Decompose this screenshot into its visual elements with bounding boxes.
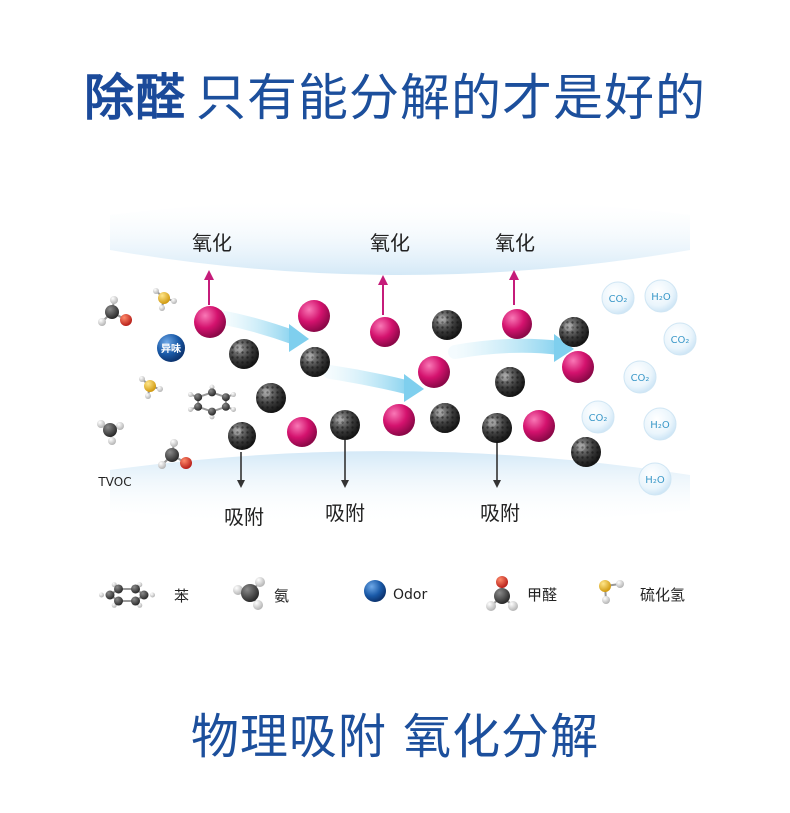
product-label: H₂O: [651, 292, 671, 303]
flow-arrow-head: [554, 334, 574, 362]
product-bubble: CO₂: [601, 281, 635, 315]
hydrogen-sulfide-molecule: [153, 288, 177, 311]
oxidation-label: 氧化: [370, 231, 410, 255]
product-bubble: CO₂: [581, 400, 615, 434]
formaldehyde-molecule: [158, 439, 192, 469]
oxidation-label: 氧化: [192, 231, 232, 255]
headline: 除醛只有能分解的才是好的: [0, 68, 790, 128]
activated-carbon-particle: [432, 310, 462, 340]
flow-arrows: [218, 311, 574, 402]
legend-label-odor: Odor: [393, 587, 427, 603]
oxidation-particle: [502, 309, 532, 339]
hydrogen-sulfide-icon: [599, 580, 624, 604]
oxidation-arrows: [204, 270, 519, 315]
top-band: [110, 197, 690, 275]
formaldehyde-icon: [486, 576, 518, 611]
product-bubble: H₂O: [644, 279, 678, 313]
product-label: CO₂: [631, 373, 650, 384]
headline-rest: 只有能分解的才是好的: [196, 69, 706, 127]
adsorption-label: 吸附: [325, 501, 365, 525]
legend: 苯 氨 Odor 甲醛 硫化氢: [99, 576, 685, 611]
product-label: CO₂: [589, 413, 608, 424]
product-bubbles: CO₂ H₂O CO₂ CO₂ CO₂ H₂O H₂O: [581, 279, 697, 496]
oxidation-particle: [194, 306, 226, 338]
oxidation-particle: [523, 410, 555, 442]
oxidation-particle: [287, 417, 317, 447]
activated-carbon-particle: [482, 413, 512, 443]
ammonia-molecule: [97, 420, 124, 445]
flow-arrow: [448, 338, 567, 359]
activated-carbon-particle: [256, 383, 286, 413]
tvoc-label: TVOC: [97, 475, 131, 489]
legend-label-formaldehyde: 甲醛: [527, 586, 557, 604]
benzene-molecule: [188, 384, 236, 420]
activated-carbon-particle: [228, 422, 256, 450]
adsorption-label: 吸附: [480, 501, 520, 525]
bottom-band: [110, 451, 690, 525]
ammonia-icon: [233, 577, 265, 610]
product-label: CO₂: [671, 335, 690, 346]
legend-label-benzene: 苯: [174, 587, 189, 605]
formaldehyde-molecule: [98, 296, 132, 326]
activated-carbon-particle: [559, 317, 589, 347]
oxidation-particle: [562, 351, 594, 383]
activated-carbon-particle: [300, 347, 330, 377]
activated-carbon-particle: [571, 437, 601, 467]
activated-carbon-particle: [430, 403, 460, 433]
benzene-icon: [99, 582, 155, 608]
product-bubble: CO₂: [663, 322, 697, 356]
hydrogen-sulfide-molecule: [139, 376, 163, 399]
activated-carbon-particle: [495, 367, 525, 397]
oxidation-particle: [383, 404, 415, 436]
footer-slogan: 物理吸附 氧化分解: [190, 709, 600, 765]
product-bubble: H₂O: [638, 462, 672, 496]
activated-carbon-particle: [229, 339, 259, 369]
flow-arrow-head: [289, 324, 309, 352]
product-bubble: CO₂: [623, 360, 657, 394]
legend-label-ammonia: 氨: [274, 587, 289, 605]
product-label: H₂O: [645, 475, 665, 486]
oxidation-particle: [298, 300, 330, 332]
odor-badge-label: 异味: [161, 342, 181, 355]
adsorption-label: 吸附: [224, 505, 264, 529]
product-label: H₂O: [650, 420, 670, 431]
flow-arrow: [323, 365, 417, 395]
oxidation-particle: [370, 317, 400, 347]
oxidation-particle: [418, 356, 450, 388]
adsorption-arrows: [237, 440, 501, 488]
product-bubble: H₂O: [643, 407, 677, 441]
oxidation-label: 氧化: [495, 231, 535, 255]
odor-badge: [157, 334, 185, 362]
legend-label-hydrogen-sulfide: 硫化氢: [640, 586, 685, 604]
flow-arrow-head: [404, 374, 424, 402]
product-label: CO₂: [609, 294, 628, 305]
pollutant-molecules: [97, 288, 236, 469]
activated-carbon-particle: [330, 410, 360, 440]
particles: [194, 300, 601, 467]
headline-bold: 除醛: [84, 69, 186, 127]
odor-icon: [364, 580, 386, 602]
flow-arrow: [218, 311, 302, 345]
